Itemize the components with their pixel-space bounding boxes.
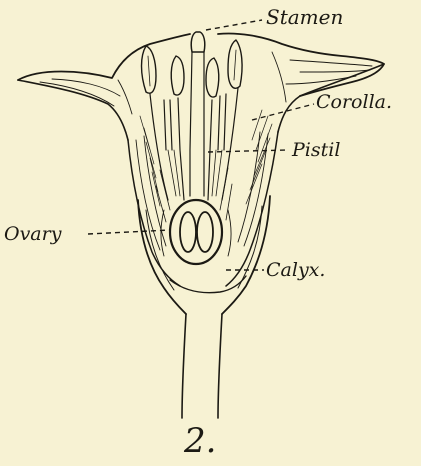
ovary bbox=[161, 200, 231, 264]
stamens bbox=[142, 32, 243, 222]
label-pistil: Pistil bbox=[291, 139, 340, 161]
figure-number: 2. bbox=[183, 421, 216, 461]
calyx bbox=[138, 196, 270, 314]
pistil-leader bbox=[208, 150, 288, 152]
label-corolla: Corolla. bbox=[316, 91, 392, 113]
stamen-leader bbox=[206, 20, 262, 30]
leader-lines bbox=[88, 20, 314, 270]
label-calyx: Calyx. bbox=[266, 259, 325, 281]
ovary-leader bbox=[88, 230, 170, 234]
label-ovary: Ovary bbox=[4, 223, 62, 245]
label-stamen: Stamen bbox=[266, 5, 343, 29]
pedicel bbox=[182, 314, 222, 418]
